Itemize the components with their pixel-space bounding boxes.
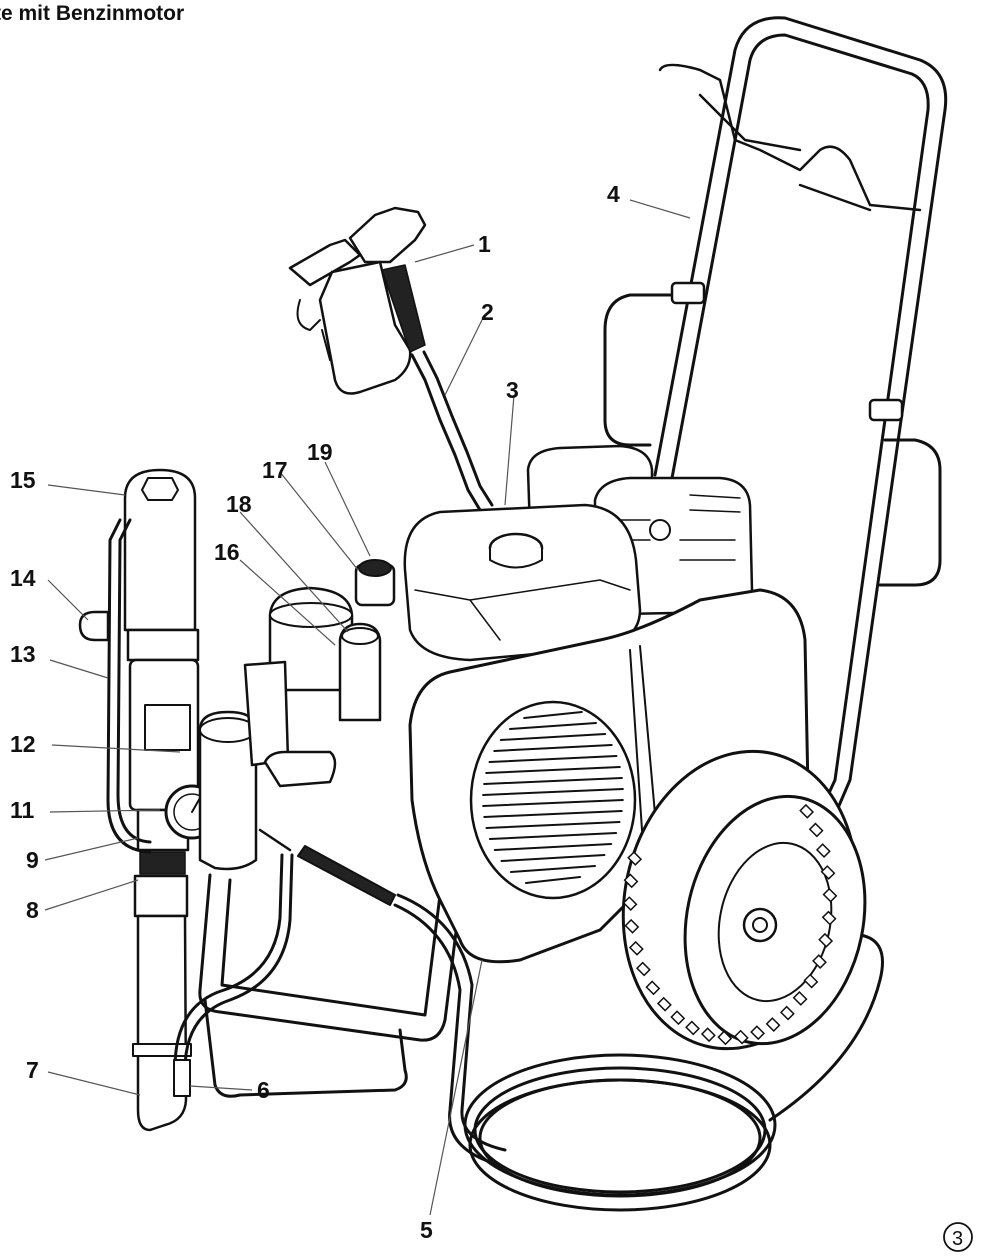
fan-grille-slat — [483, 810, 623, 818]
fan-grille-slat — [483, 777, 623, 785]
tire-tread-block — [818, 932, 834, 948]
figure-number: 3 — [943, 1222, 973, 1252]
tire-tread-block — [622, 896, 638, 912]
tire-tread-block — [808, 822, 824, 838]
tire-tread-block — [624, 918, 640, 934]
tire-tread-block — [628, 940, 644, 956]
tire-tread-block — [815, 843, 831, 858]
tire-tread-block — [656, 996, 672, 1012]
fan-grille-slat — [508, 722, 598, 730]
callout-5: 5 — [420, 1217, 433, 1243]
tire-tread-block — [733, 1029, 749, 1045]
figure-number-text: 3 — [952, 1228, 963, 1250]
gasoline-engine — [403, 444, 754, 662]
spray-gun — [288, 206, 427, 395]
leader-lines — [44, 199, 691, 1216]
tire-tread-block — [822, 887, 838, 903]
callout-13: 13 — [10, 641, 36, 667]
pump-assembly — [78, 468, 396, 1132]
tire-tread-block — [627, 851, 643, 866]
callout-4: 4 — [607, 181, 620, 207]
callout-12: 12 — [10, 731, 36, 757]
tire-tread-block — [717, 1030, 733, 1046]
fan-grille-slat — [493, 843, 613, 851]
callout-1: 1 — [478, 231, 491, 257]
callout-9: 9 — [26, 847, 39, 873]
fan-grille-slat — [482, 799, 624, 807]
tire-tread-block — [803, 973, 819, 989]
fan-grille-slat — [488, 832, 618, 840]
callout-15: 15 — [10, 467, 36, 493]
tire-tread-block — [750, 1025, 765, 1041]
fan-grille-slat — [482, 788, 624, 796]
hose-coil — [258, 828, 884, 1212]
wheel — [621, 749, 867, 1051]
callout-11: 11 — [10, 797, 35, 823]
tire-tread-block — [645, 980, 661, 996]
tire-tread-block — [812, 954, 827, 969]
callout-19: 19 — [307, 439, 333, 465]
tire-tread-block — [765, 1017, 781, 1032]
tire-tread-block — [820, 865, 836, 880]
fan-grille-slat — [488, 755, 618, 763]
callout-18: 18 — [226, 491, 252, 517]
tire-tread-block — [685, 1020, 700, 1036]
page-title: te mit Benzinmotor — [0, 2, 185, 25]
tire-tread-block — [635, 961, 651, 977]
callout-3: 3 — [506, 377, 519, 403]
tire-tread-block — [670, 1010, 686, 1026]
callout-7: 7 — [26, 1057, 39, 1083]
tire-tread-block — [779, 1005, 795, 1021]
fan-grille-slat — [499, 733, 607, 741]
callout-6: 6 — [257, 1077, 270, 1103]
cart-frame — [198, 16, 948, 1098]
callout-14: 14 — [10, 565, 36, 591]
fan-grille-slat — [523, 711, 583, 719]
motor-housing — [408, 588, 810, 964]
callout-2: 2 — [481, 299, 494, 325]
hose-gun — [410, 350, 494, 512]
tire-tread-block — [792, 991, 808, 1006]
callout-17: 17 — [262, 457, 288, 483]
tire-tread-block — [799, 803, 815, 819]
tire-tread-block — [821, 910, 837, 926]
fan-grille-slat — [500, 854, 606, 862]
callout-16: 16 — [214, 539, 240, 565]
fan-grille-slat — [493, 744, 613, 752]
callout-8: 8 — [26, 897, 39, 923]
tire-tread-block — [700, 1027, 716, 1043]
fan-grille-slat — [485, 766, 621, 774]
fan-grille-slat — [510, 865, 596, 873]
callouts: 1 2 3 4 5 6 7 8 9 11 12 13 14 15 16 17 1… — [10, 181, 620, 1243]
fan-grille-slat — [524, 876, 582, 884]
fan-grille-slat — [485, 821, 621, 829]
tire-tread-block — [623, 873, 639, 889]
